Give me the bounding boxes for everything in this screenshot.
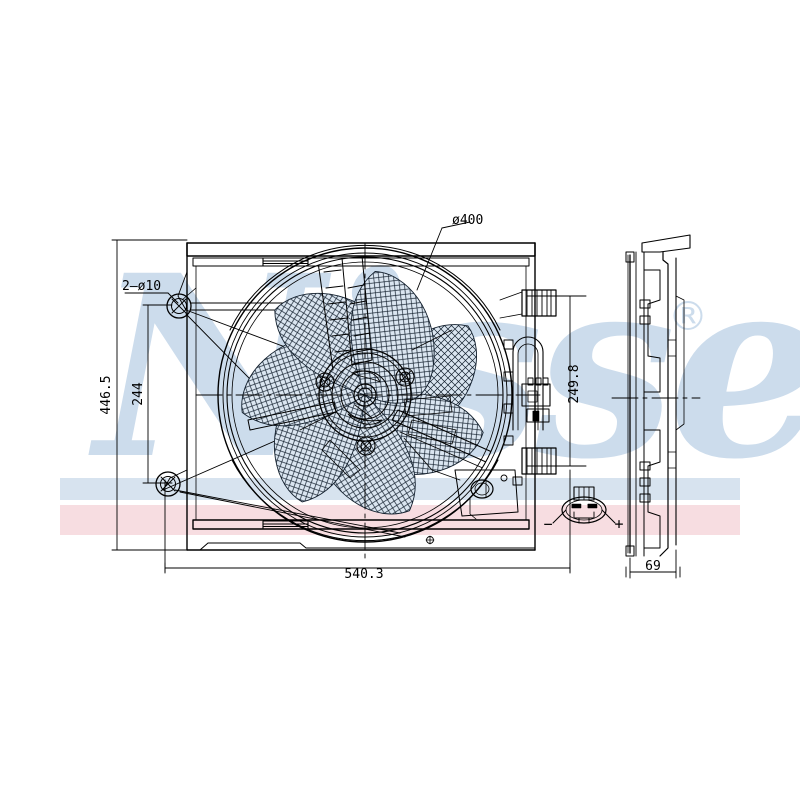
dimension-label-side-depth: 69 bbox=[645, 559, 661, 574]
connector-detail bbox=[552, 486, 616, 524]
side-view bbox=[611, 234, 701, 579]
dimension-label-tab-spacing: 249.8 bbox=[567, 364, 582, 403]
connector-pin-positive bbox=[587, 503, 598, 509]
mount-hole-upper bbox=[166, 293, 192, 319]
mount-hole-lower bbox=[155, 471, 181, 497]
dimension-label-mount-hole-callout: 2–ø10 bbox=[122, 279, 161, 294]
grommet-detail bbox=[425, 469, 519, 545]
motor-wiring-harness bbox=[503, 336, 551, 446]
dimension-label-mount-spacing: 244 bbox=[131, 382, 146, 406]
grommet-bushing bbox=[470, 479, 494, 499]
connector-pin-negative bbox=[571, 503, 582, 509]
connector-label-positive: + bbox=[614, 515, 623, 533]
dimension-label-overall-width: 540.3 bbox=[344, 567, 383, 582]
dimension-label-fan-diameter: ø400 bbox=[452, 213, 483, 228]
hub-boss bbox=[315, 367, 415, 456]
fan-shroud-frame bbox=[186, 242, 536, 551]
watermark-trademark-icon: ® bbox=[668, 294, 708, 340]
connector-label-negative: − bbox=[543, 515, 552, 533]
mounting-bracket-lower bbox=[155, 429, 406, 538]
centerlines-front bbox=[195, 242, 541, 561]
shroud-tab-upper bbox=[499, 289, 557, 319]
shroud-tab-lower bbox=[512, 447, 557, 486]
dimension-lines-front bbox=[111, 221, 587, 574]
dimension-label-overall-height: 446.5 bbox=[99, 375, 114, 414]
connector-body bbox=[561, 496, 607, 524]
